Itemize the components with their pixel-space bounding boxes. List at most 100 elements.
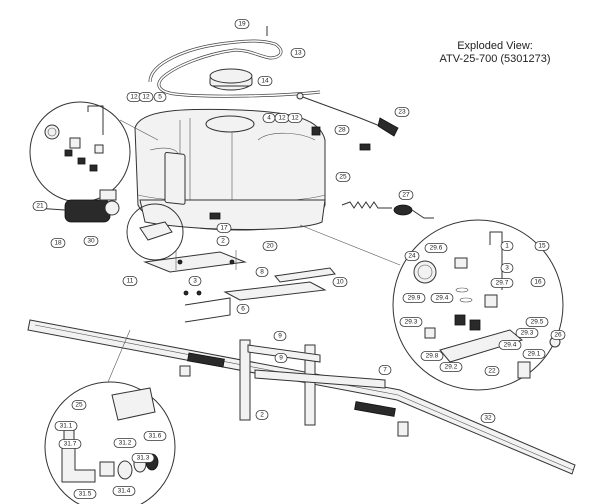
callout-badge — [424, 243, 448, 253]
callout-label: 12 — [130, 94, 138, 101]
callout-badge — [112, 486, 136, 496]
callout-label: 29.3 — [405, 319, 418, 326]
callout-badge — [335, 172, 351, 182]
callout-label: 3 — [193, 278, 197, 285]
callout-c24: 24 — [404, 251, 420, 261]
callout-c29_4b: 29.4 — [498, 340, 522, 350]
callout-label: 4 — [267, 115, 271, 122]
callout-badge — [188, 276, 202, 286]
callout-label: 29.7 — [496, 280, 509, 287]
callout-label: 22 — [488, 368, 496, 375]
callout-label: 3 — [505, 265, 509, 272]
callout-label: 30 — [87, 238, 95, 245]
callout-c9b: 9 — [274, 353, 288, 363]
callout-c29_3b: 29.3 — [515, 328, 539, 338]
callout-label: 32 — [484, 415, 492, 422]
callout-c7: 7 — [378, 365, 392, 375]
callout-c20: 20 — [262, 241, 278, 251]
callout-label: 17 — [220, 225, 228, 232]
callout-badge — [498, 340, 522, 350]
bracket-11 — [143, 251, 247, 273]
callout-label: 19 — [238, 21, 246, 28]
callout-badge — [490, 278, 514, 288]
callout-label: 14 — [261, 78, 269, 85]
callout-badge — [398, 190, 414, 200]
callout-badge — [404, 251, 420, 261]
callout-label: 23 — [398, 109, 406, 116]
callout-label: 29.2 — [445, 364, 458, 371]
callout-badge — [143, 431, 167, 441]
callout-label: 31.3 — [137, 455, 150, 462]
callout-badge — [122, 276, 138, 286]
callout-badge — [522, 349, 546, 359]
callout-badge — [500, 241, 514, 251]
callout-label: 5 — [158, 94, 162, 101]
callout-label: 11 — [127, 278, 134, 285]
callout-c31_4: 31.4 — [112, 486, 136, 496]
callout-badge — [83, 236, 99, 246]
callout-c6: 6 — [236, 304, 250, 314]
callout-label: 31.2 — [119, 440, 132, 447]
callout-c15: 15 — [534, 241, 550, 251]
callout-label: 31.7 — [64, 441, 77, 448]
callout-c31_1: 31.1 — [54, 421, 78, 431]
callout-label: 13 — [294, 50, 302, 57]
callout-badge — [402, 293, 426, 303]
callout-badge — [439, 362, 463, 372]
callout-c31_5: 31.5 — [73, 489, 97, 499]
callout-label: 2 — [221, 238, 225, 245]
diagram-title: Exploded View: ATV-25-700 (5301273) — [400, 40, 590, 66]
nozzle-detail-circle — [44, 381, 176, 504]
callout-label: 29.3 — [521, 330, 534, 337]
callout-label: 29.4 — [504, 342, 517, 349]
callout-c12d: 12 — [287, 113, 303, 123]
callout-c26: 26 — [550, 330, 566, 340]
callout-label: 2 — [260, 412, 264, 419]
callout-badge — [255, 410, 269, 420]
upright-right — [304, 344, 316, 426]
callout-badge — [550, 330, 566, 340]
callout-label: 16 — [534, 279, 542, 286]
callout-badge — [480, 413, 496, 423]
title-line-1: Exploded View: — [457, 40, 533, 52]
callout-c2a: 2 — [216, 236, 230, 246]
callout-label: 25 — [339, 174, 347, 181]
callout-badge — [113, 438, 137, 448]
callout-badge — [334, 125, 350, 135]
callout-label: 25 — [75, 402, 83, 409]
callout-label: 29.8 — [426, 353, 439, 360]
callout-c13: 13 — [290, 48, 306, 58]
callout-c3b: 3 — [500, 263, 514, 273]
pressure-gauge — [413, 260, 437, 284]
callout-c3: 3 — [188, 276, 202, 286]
callout-label: 18 — [54, 240, 62, 247]
callout-badge — [399, 317, 423, 327]
callout-badge — [500, 263, 514, 273]
callout-c29_7: 29.7 — [490, 278, 514, 288]
callout-label: 26 — [554, 332, 562, 339]
callout-badge — [73, 489, 97, 499]
callout-c30: 30 — [83, 236, 99, 246]
callout-label: 1 — [505, 243, 509, 250]
callout-c25b: 25 — [71, 400, 87, 410]
callout-badge — [420, 351, 444, 361]
callout-label: 15 — [538, 243, 546, 250]
callout-c5: 5 — [153, 92, 167, 102]
callout-label: 29.9 — [408, 295, 421, 302]
callout-c23: 23 — [394, 107, 410, 117]
callout-c31_6: 31.6 — [143, 431, 167, 441]
callout-c12b: 12 — [138, 92, 154, 102]
callout-badge — [236, 304, 250, 314]
callout-badge — [131, 453, 155, 463]
callout-label: 29.6 — [430, 245, 443, 252]
callout-badge — [138, 92, 154, 102]
callout-c10: 10 — [332, 277, 348, 287]
callout-c16: 16 — [530, 277, 546, 287]
callout-badge — [530, 277, 546, 287]
callout-c8: 8 — [255, 267, 269, 277]
callout-c1: 1 — [500, 241, 514, 251]
callout-badge — [430, 293, 454, 303]
callout-badge — [262, 241, 278, 251]
